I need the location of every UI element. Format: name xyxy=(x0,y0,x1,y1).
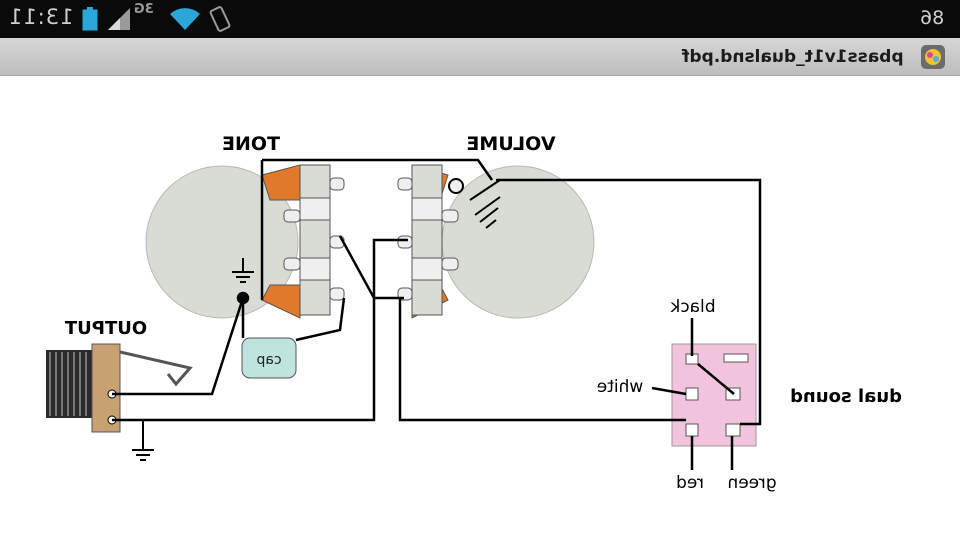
battery-percent: 86 xyxy=(919,7,944,29)
wifi-icon xyxy=(170,8,200,30)
document-title: pbass1v1t_dualsnd.pdf xyxy=(682,47,904,67)
network-type: 3G xyxy=(134,2,154,17)
black-wire-label: black xyxy=(670,297,715,317)
tone-label: TONE xyxy=(222,133,280,155)
battery-icon xyxy=(82,7,98,31)
ground-symbol xyxy=(469,179,501,229)
status-bar: 13:11 3G 86 xyxy=(0,0,960,38)
output-jack xyxy=(46,343,193,433)
capacitor: cap xyxy=(241,337,297,379)
wiring-diagram: cap xyxy=(46,133,902,493)
wires xyxy=(112,158,762,470)
volume-label: VOLUME xyxy=(466,133,555,155)
signal-icon xyxy=(108,8,130,30)
screen-rotation-icon xyxy=(209,6,231,32)
output-label: OUTPUT xyxy=(64,318,147,339)
dual-sound-label: dual sound xyxy=(790,386,902,407)
diagram-labels: TONE VOLUME OUTPUT dual sound black whit… xyxy=(64,133,902,493)
ground-symbol xyxy=(132,420,154,461)
cap-label: cap xyxy=(256,352,281,368)
tone-pot xyxy=(145,164,345,319)
dual-sound-switch xyxy=(671,343,757,447)
pdf-app-icon[interactable] xyxy=(920,44,946,70)
green-wire-label: green xyxy=(727,473,776,493)
volume-pot xyxy=(397,164,595,319)
ground-symbol xyxy=(232,258,254,283)
title-bar: pbass1v1t_dualsnd.pdf xyxy=(0,38,960,76)
white-wire-label: white xyxy=(597,377,644,397)
red-wire-label: red xyxy=(676,473,704,493)
status-time: 13:11 xyxy=(8,5,74,29)
